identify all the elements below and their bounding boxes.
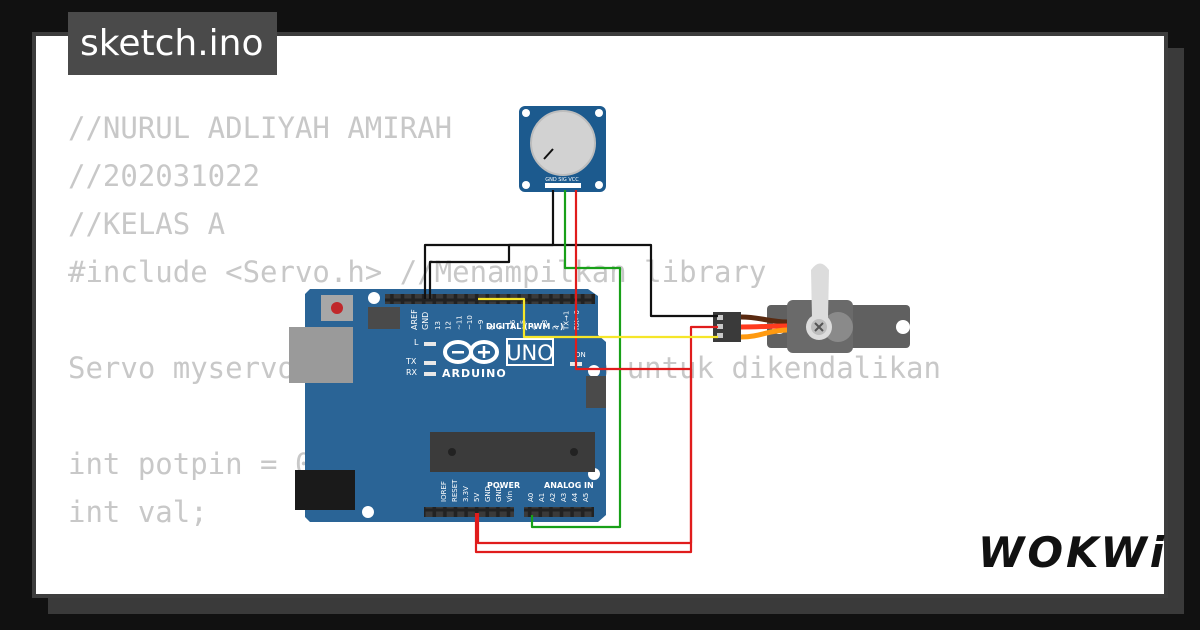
pin-label: ~10 — [466, 315, 474, 330]
wires — [423, 190, 718, 554]
code-line: //NURUL ADLIYAH AMIRAH — [68, 111, 453, 145]
wire-servo-vcc — [474, 325, 718, 554]
code-line: //202031022 — [68, 159, 261, 193]
wire-pot-gnd — [423, 190, 555, 299]
analog-label: ANALOG IN — [544, 481, 594, 490]
pin-label: A5 — [582, 493, 590, 502]
code-line: int val; — [68, 495, 208, 529]
pin-label: A3 — [560, 493, 568, 502]
pin-label: 13 — [434, 321, 442, 330]
led-rx — [424, 372, 436, 376]
arduino-logo-icon — [443, 340, 499, 364]
pin-label: GND — [495, 486, 503, 502]
uno-badge — [506, 338, 554, 366]
wire-servo-signal — [478, 297, 718, 339]
pin-label: ~6 — [509, 319, 517, 330]
mount-hole — [362, 506, 374, 518]
pin-label: ~11 — [455, 315, 463, 330]
pin-label: TX→1 — [562, 311, 570, 331]
led-tx-label: TX — [405, 357, 417, 366]
potentiometer-knob[interactable] — [530, 110, 596, 176]
pin-label: Vin — [506, 491, 514, 502]
power-label: POWER — [487, 481, 520, 490]
code-listing: //NURUL ADLIYAH AMIRAH //202031022 //KELAS… — [68, 104, 941, 594]
wire-servo-gnd — [428, 243, 718, 318]
mount-hole — [368, 292, 380, 304]
brand-label: ARDUINO — [442, 367, 507, 380]
icsp-header-2 — [586, 376, 606, 408]
code-line: void setup() { — [68, 584, 941, 594]
pin-label: RESET — [451, 479, 459, 502]
pin-label: 8 — [488, 326, 496, 330]
power-jack — [295, 470, 355, 510]
icsp-header — [368, 307, 400, 329]
pin-label: IOREF — [440, 481, 448, 502]
code-line: #include <Servo.h> //Menampilkan library — [68, 255, 767, 289]
mount-hole — [588, 365, 600, 377]
pin-label: 3.3V — [462, 486, 470, 502]
pot-pin-label: GND SIG VCC — [545, 177, 579, 183]
pin-label: A4 — [571, 492, 579, 502]
servo-motor[interactable] — [713, 263, 910, 354]
pin-label: A2 — [549, 493, 557, 502]
file-tab[interactable]: sketch.ino — [68, 12, 278, 75]
pin-label: A1 — [538, 493, 546, 502]
code-line: //KELAS A — [68, 207, 226, 241]
aref-label: AREF — [410, 309, 419, 330]
led-tx — [424, 361, 436, 365]
potentiometer[interactable]: GND SIG VCC — [519, 106, 606, 192]
led-l — [424, 342, 436, 346]
pin-label: ~3 — [541, 320, 549, 330]
pin-label: GND — [484, 486, 492, 502]
pin-label: 5V — [473, 493, 481, 502]
pin-label: A0 — [527, 493, 535, 502]
led-on-label: ON — [575, 351, 586, 359]
led-rx-label: RX — [406, 368, 418, 377]
pin-label: 4 — [530, 325, 538, 330]
servo-horn[interactable] — [811, 263, 829, 319]
wokwi-logo: WOKWi — [978, 528, 1168, 577]
reset-button[interactable] — [331, 302, 343, 314]
model-label: UNO — [506, 341, 554, 365]
pin-label: 12 — [445, 321, 453, 330]
pin-label: 2 — [552, 326, 560, 330]
wire-pot-signal — [530, 190, 622, 529]
microcontroller-chip — [430, 432, 595, 472]
usb-port — [289, 327, 353, 383]
led-l-label: L — [414, 338, 419, 347]
pin-label: 7 — [498, 326, 506, 330]
pin-label: ~9 — [477, 320, 485, 330]
gnd-label: GND — [421, 312, 430, 330]
